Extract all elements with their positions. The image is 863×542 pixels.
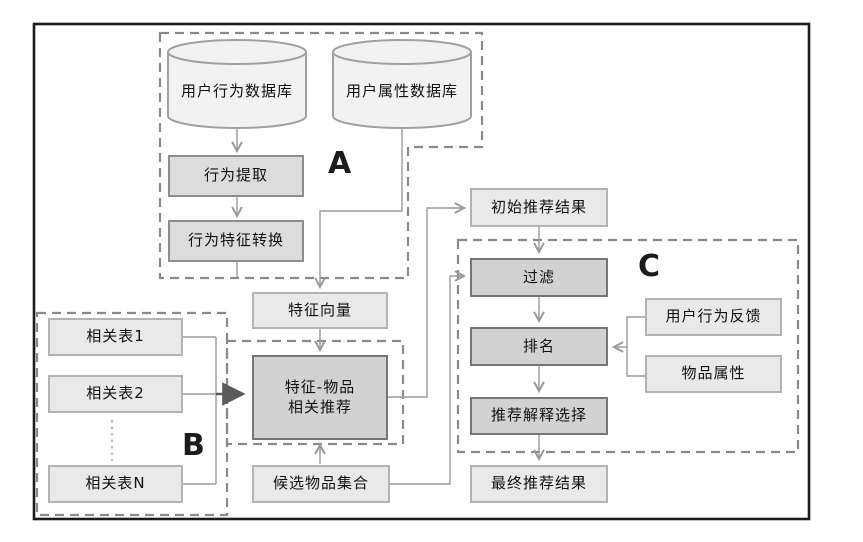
related-table-n-box: 相关表N [48, 465, 183, 503]
feature-vector-box: 特征向量 [252, 292, 388, 329]
edge-db2-to-feature-vector [314, 129, 403, 290]
region-b-label: B [182, 428, 205, 463]
db-attribute-cylinder [332, 39, 472, 129]
db-behavior-cylinder [167, 39, 307, 129]
edge-feature-item-to-initial [388, 202, 467, 398]
filter-box: 过滤 [470, 258, 608, 297]
behavior-transform-box: 行为特征转换 [168, 220, 304, 262]
candidate-set-box: 候选物品集合 [252, 465, 390, 503]
rank-box: 排名 [470, 327, 608, 366]
feature-item-line1: 特征-物品 [284, 378, 356, 396]
db-behavior-label: 用户行为数据库 [180, 82, 293, 100]
region-a-label: A [328, 146, 352, 181]
related-table-2-box: 相关表2 [48, 375, 183, 413]
region-c-label: C [638, 249, 661, 284]
explain-select-box: 推荐解释选择 [470, 397, 608, 435]
region-a-outline [158, 31, 484, 280]
outer-border [32, 22, 811, 521]
db-attribute-label: 用户属性数据库 [345, 82, 458, 100]
initial-result-box: 初始推荐结果 [470, 188, 608, 227]
final-result-box: 最终推荐结果 [470, 465, 608, 503]
edge-candidate-to-filter [390, 270, 467, 485]
related-table-1-box: 相关表1 [48, 318, 183, 356]
item-attribute-box: 物品属性 [645, 355, 782, 393]
behavior-extract-box: 行为提取 [168, 155, 304, 197]
feature-item-recommend-box: 特征-物品 相关推荐 [252, 355, 388, 440]
feature-item-line2: 相关推荐 [287, 397, 352, 416]
region-c-outline [456, 238, 800, 454]
edge-feedback-bracket [626, 316, 645, 377]
user-feedback-box: 用户行为反馈 [645, 298, 782, 336]
